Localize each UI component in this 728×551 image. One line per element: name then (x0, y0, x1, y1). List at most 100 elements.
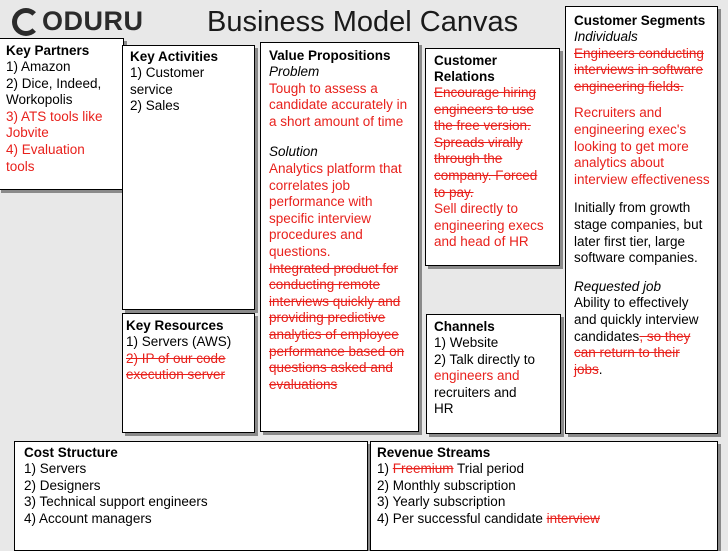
segment-line: engineering exec's (574, 121, 687, 137)
struck-line: can return to their (574, 345, 680, 361)
solution-line: Analytics platform that (269, 160, 402, 176)
logo-text: ODURU (42, 6, 144, 36)
logo-c-icon (12, 8, 40, 36)
key-resources-line: execution server (126, 367, 226, 383)
struck-line: Encourage hiring (434, 85, 537, 100)
coduru-logo: ODURU (12, 6, 144, 37)
key-partners-heading: Key Partners (6, 43, 90, 58)
page-title: Business Model Canvas (207, 6, 519, 38)
struck-line: company. Forced (434, 167, 538, 183)
problem-line: a short amount of time (269, 113, 404, 129)
key-resources-heading: Key Resources (126, 318, 224, 333)
cost-structure-heading: Cost Structure (24, 445, 118, 460)
struck-line: to pay. (434, 184, 474, 200)
per-candidate: 4) Per successful candidate (377, 510, 547, 526)
revenue-streams-box: Revenue Streams 1) Freemium Trial period… (370, 441, 718, 551)
trial-period: Trial period (453, 461, 525, 476)
customer-segments-box: Customer Segments Individuals Engineers … (565, 6, 718, 434)
revenue-line: 2) Monthly subscription (377, 477, 516, 493)
solution-line: correlates job (269, 177, 351, 193)
interview-struck: interview (546, 510, 600, 526)
struck-line: performance based on (269, 343, 405, 359)
key-activities-box: Key Activities 1) Customer service 2) Sa… (122, 45, 255, 310)
struck-line: analytics of employee (269, 326, 399, 342)
key-partners-line: tools (6, 158, 35, 174)
customer-relations-line: Sell directly to (434, 201, 519, 217)
problem-line: candidate accurately in (269, 97, 408, 113)
struck-line: interviews in software (574, 62, 704, 78)
cost-line: 1) Servers (24, 461, 87, 476)
segment-line: later first tier, large (574, 233, 686, 249)
struck-line: engineers to use (434, 101, 534, 117)
struck-line: Integrated product for (269, 260, 399, 276)
channels-heading: Channels (434, 319, 495, 334)
key-resources-line: 2) IP of our code (126, 350, 226, 366)
segment-line: interview effectiveness (574, 171, 710, 187)
revenue-prefix: 1) (377, 461, 393, 476)
struck-line: engineering fields. (574, 78, 684, 94)
candidates-word: candidates (574, 328, 640, 344)
requested-job-label: Requested job (574, 278, 662, 294)
segment-line: stage companies, but (574, 216, 703, 232)
segment-line: Recruiters and (574, 105, 662, 121)
struck-line: interviews quickly and (269, 293, 401, 309)
customer-relations-heading: Customer (434, 53, 498, 68)
segment-line: software companies. (574, 250, 698, 266)
cost-line: 2) Designers (24, 477, 101, 493)
struck-line: Engineers conducting (574, 45, 704, 61)
problem-label: Problem (269, 64, 320, 79)
segment-line: candidates, so they (574, 329, 710, 346)
cost-line: 3) Technical support engineers (24, 494, 208, 510)
segment-line: looking to get more (574, 138, 689, 154)
key-activities-line: 2) Sales (130, 98, 180, 114)
solution-line: procedures and (269, 227, 363, 243)
channels-line: HR (434, 401, 454, 417)
jobs-period: . (598, 361, 603, 377)
struck-line: questions asked and (269, 360, 393, 376)
segment-line: Initially from growth (574, 200, 691, 216)
segment-line: analytics about (574, 155, 665, 171)
struck-line: through the (434, 151, 503, 167)
segment-line: jobs. (574, 362, 710, 379)
struck-line: conducting remote (269, 277, 381, 293)
key-activities-heading: Key Activities (130, 49, 219, 64)
solution-line: performance with (269, 194, 373, 210)
cost-line: 4) Account managers (24, 510, 152, 526)
customer-relations-heading: Relations (434, 69, 495, 84)
solution-line: questions. (269, 243, 331, 259)
key-partners-line: 4) Evaluation (6, 141, 85, 157)
revenue-line: 1) Freemium Trial period (377, 461, 600, 478)
segment-line: Ability to effectively (574, 295, 689, 311)
revenue-streams-heading: Revenue Streams (377, 445, 491, 460)
customer-segments-heading: Customer Segments (574, 13, 706, 28)
customer-relations-line: and head of HR (434, 234, 529, 250)
struck-line: providing predictive (269, 310, 386, 326)
freemium-struck: Freemium (392, 461, 454, 476)
value-propositions-heading: Value Propositions (269, 48, 391, 63)
key-partners-line: Workopolis (6, 92, 73, 108)
cost-structure-box: Cost Structure 1) Servers 2) Designers 3… (14, 441, 368, 551)
value-propositions-box: Value Propositions Problem Tough to asse… (260, 42, 419, 432)
individuals-label: Individuals (574, 29, 638, 44)
key-partners-line: 3) ATS tools like (6, 108, 103, 124)
channels-line: 2) Talk directly to (434, 351, 536, 367)
problem-line: Tough to assess a (269, 80, 378, 96)
revenue-line: 3) Yearly subscription (377, 494, 506, 510)
struck-line: the free version. (434, 118, 531, 134)
jobs-word: jobs (574, 361, 599, 377)
key-partners-line: 2) Dice, Indeed, (6, 75, 102, 91)
struck-line: Spreads virally (434, 134, 523, 150)
key-partners-box: Key Partners 1) Amazon 2) Dice, Indeed, … (0, 38, 124, 190)
solution-line: specific interview (269, 210, 372, 226)
customer-relations-line: engineering execs (434, 217, 544, 233)
customer-relations-box: Customer Relations Encourage hiring engi… (425, 48, 560, 266)
channels-box: Channels 1) Website 2) Talk directly to … (426, 314, 561, 434)
segment-line: and quickly interview (574, 311, 699, 327)
revenue-line: 4) Per successful candidate interview (377, 511, 600, 528)
struck-line: evaluations (269, 376, 338, 392)
key-partners-line: Jobvite (6, 125, 49, 141)
channels-line: engineers and (434, 368, 520, 384)
candidates-struck: , so they (639, 328, 691, 344)
key-partners-line: 1) Amazon (6, 59, 71, 74)
channels-line: recruiters and (434, 384, 517, 400)
